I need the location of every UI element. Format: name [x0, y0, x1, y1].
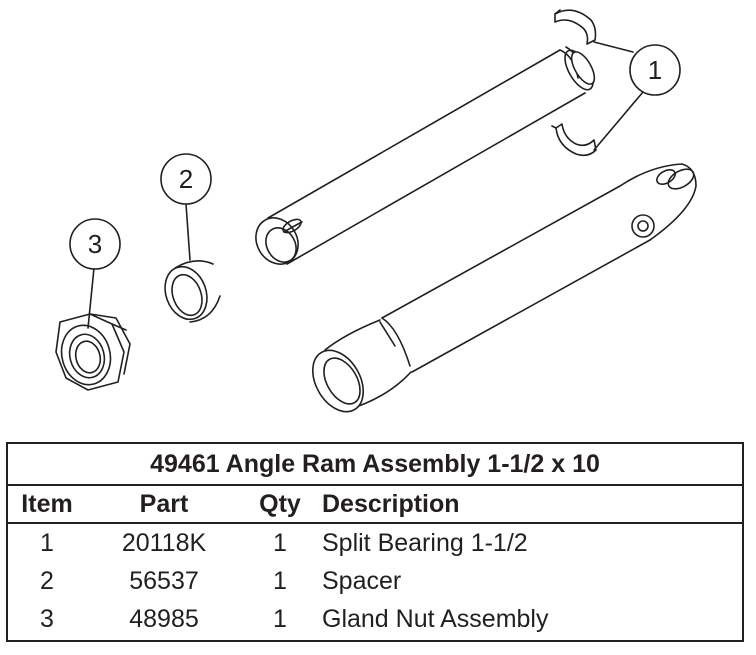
cell-qty: 1 [273, 528, 287, 557]
cylinder-barrel-illustration [311, 163, 697, 413]
table-row: 2 56537 1 Spacer [8, 562, 742, 600]
split-bearing-illustration [551, 9, 597, 157]
callout-1-label: 1 [648, 55, 662, 85]
table-title: 49461 Angle Ram Assembly 1-1/2 x 10 [8, 444, 742, 486]
exploded-parts-diagram: 1 2 3 [55, 9, 697, 413]
callout-3: 3 [69, 218, 121, 329]
cell-part: 48985 [129, 604, 199, 633]
ram-rod-illustration [255, 46, 596, 265]
table-row: 1 20118K 1 Split Bearing 1-1/2 [8, 524, 742, 562]
cell-description: Spacer [322, 566, 402, 595]
table-row: 3 48985 1 Gland Nut Assembly [8, 600, 742, 638]
parts-table: 49461 Angle Ram Assembly 1-1/2 x 10 Item… [6, 442, 744, 642]
cell-item: 3 [40, 604, 54, 633]
spacer-illustration [164, 260, 221, 323]
cell-description: Gland Nut Assembly [322, 604, 549, 633]
cell-part: 20118K [121, 528, 207, 557]
cell-item: 1 [40, 528, 54, 557]
header-item: Item [21, 489, 73, 518]
header-part: Part [139, 489, 189, 518]
cell-qty: 1 [273, 604, 287, 633]
header-description: Description [322, 489, 460, 518]
header-qty: Qty [259, 489, 301, 518]
table-header-row: Item Part Qty Description [8, 486, 742, 524]
cell-part: 56537 [129, 566, 199, 595]
cell-description: Split Bearing 1-1/2 [322, 528, 528, 557]
callout-2-label: 2 [179, 164, 193, 194]
callout-1: 1 [593, 41, 681, 151]
cell-item: 2 [40, 566, 54, 595]
callout-2: 2 [160, 153, 212, 261]
cell-qty: 1 [273, 566, 287, 595]
gland-nut-illustration [55, 313, 131, 391]
callout-3-label: 3 [88, 229, 102, 259]
